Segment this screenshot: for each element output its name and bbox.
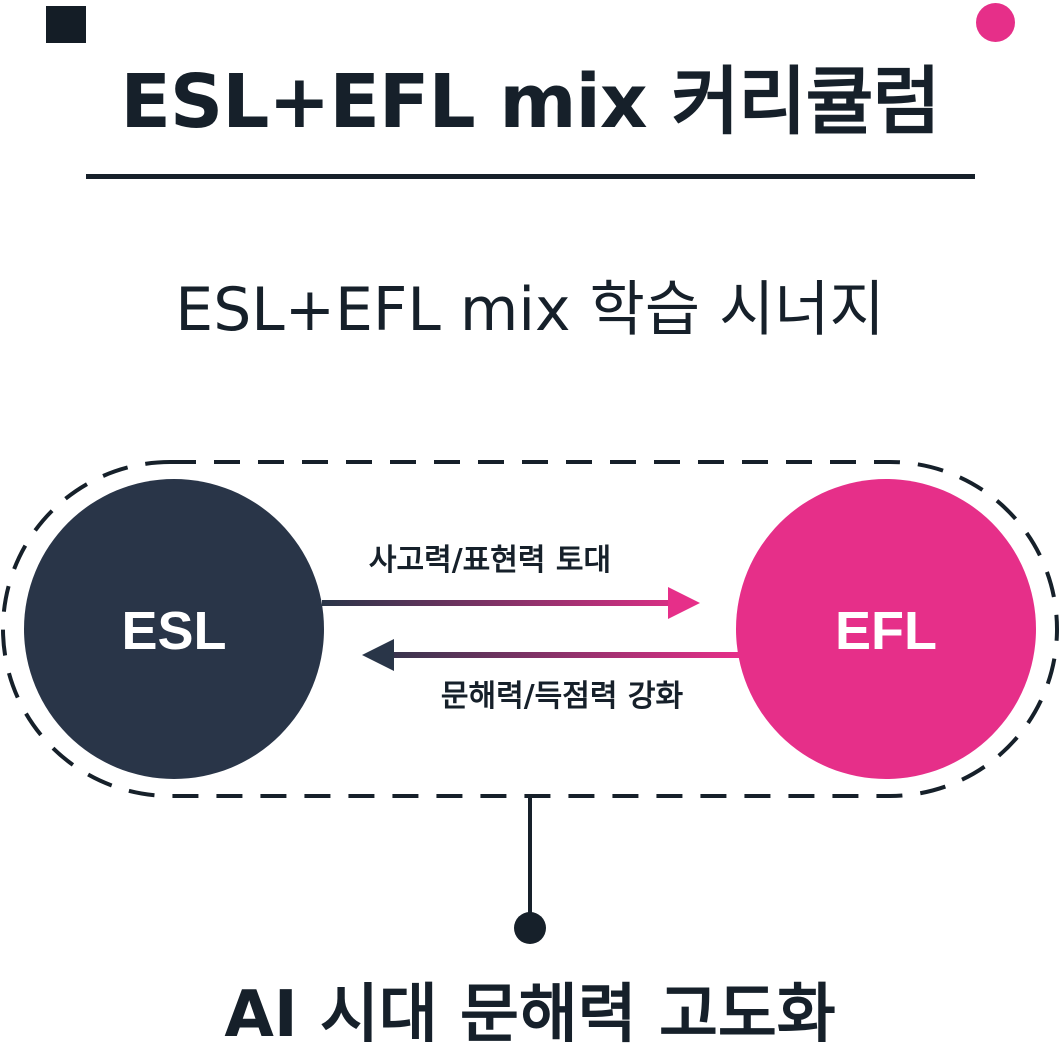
esl-node: ESL xyxy=(24,479,324,779)
efl-label: EFL xyxy=(835,601,937,661)
backward-arrowhead-icon xyxy=(362,639,394,671)
efl-circle xyxy=(736,479,1036,779)
backward-arrow-label: 문해력/득점력 강화 xyxy=(441,679,684,714)
forward-arrow xyxy=(322,587,700,619)
page-subtitle: ESL+EFL mix 학습 시너지 xyxy=(175,275,885,345)
backward-arrow xyxy=(362,639,740,671)
outcome-heading: AI 시대 문해력 고도화 xyxy=(224,978,836,1052)
dashed-enclosure xyxy=(1,460,1059,798)
decorative-pink-dot xyxy=(976,3,1015,42)
esl-label: ESL xyxy=(121,601,226,661)
forward-arrow-label: 사고력/표현력 토대 xyxy=(369,543,611,578)
efl-node: EFL xyxy=(736,479,1036,779)
decorative-square xyxy=(46,6,86,43)
title-underline xyxy=(86,174,975,179)
forward-arrowhead-icon xyxy=(668,587,700,619)
page-title: ESL+EFL mix 커리큘럼 xyxy=(120,59,940,145)
connector-dot xyxy=(514,912,546,944)
esl-circle xyxy=(24,479,324,779)
